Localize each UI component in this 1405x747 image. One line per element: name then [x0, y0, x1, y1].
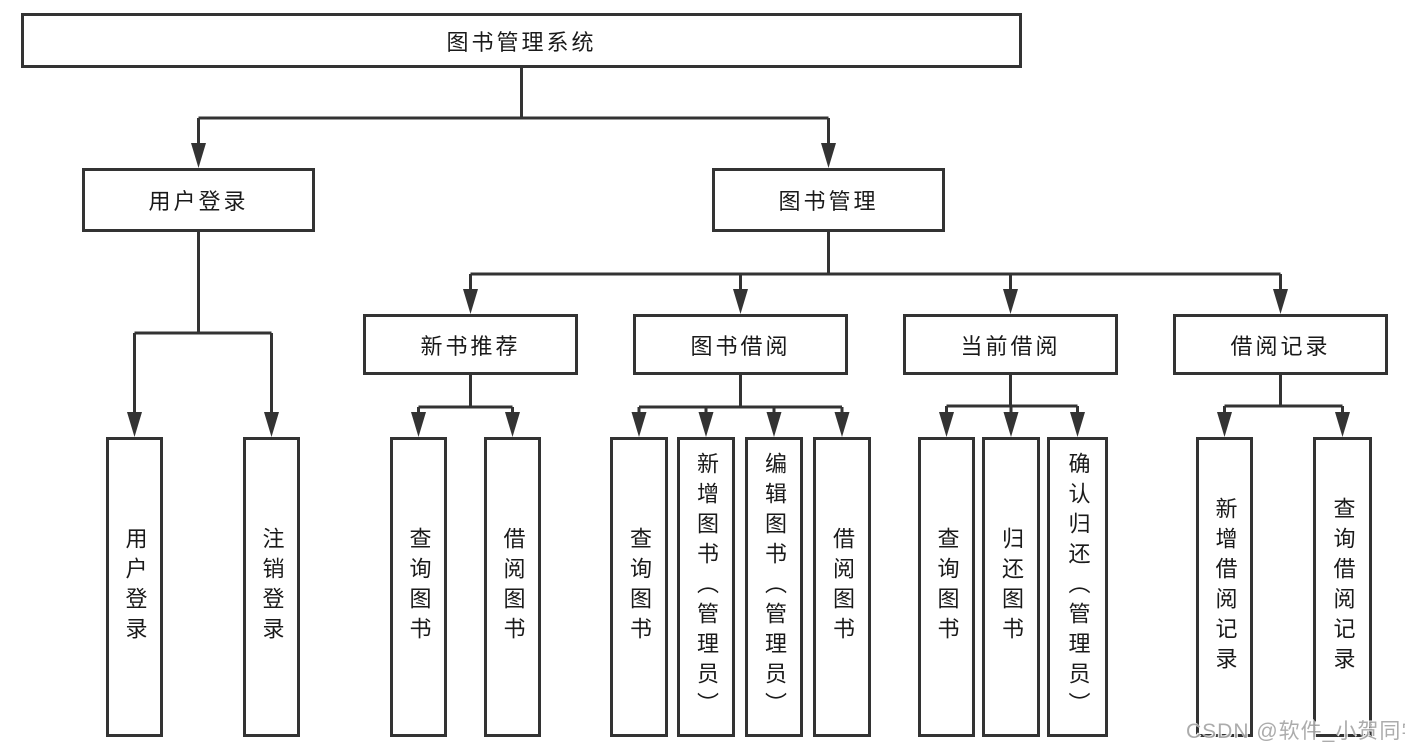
- node-user-login: 用户登录: [82, 168, 315, 232]
- arrowhead-icon: [1070, 412, 1085, 437]
- arrowhead-icon: [766, 412, 782, 437]
- connector-borrow-records: [1223, 375, 1344, 414]
- arrowhead-icon: [1273, 289, 1288, 314]
- arrowhead-icon: [191, 143, 206, 168]
- arrowhead-icon: [505, 412, 520, 437]
- leaf-bb-add-book-admin-label: 新增图书（管理员）: [694, 452, 719, 722]
- node-book-borrow-label: 图书借阅: [690, 333, 791, 359]
- leaf-bb-borrow-book: 借阅图书: [813, 437, 871, 737]
- arrowhead-icon: [463, 289, 478, 314]
- connector-book-management: [469, 232, 1282, 290]
- leaf-br-query-record-label: 查询借阅记录: [1330, 497, 1356, 677]
- leaf-cb-confirm-return-admin: 确认归还（管理员）: [1047, 437, 1108, 737]
- leaf-user-login: 用户登录: [106, 437, 163, 737]
- leaf-bb-edit-book-admin-label: 编辑图书（管理员）: [762, 452, 787, 722]
- arrowheads: [127, 143, 1350, 437]
- leaf-cb-return-book: 归还图书: [982, 437, 1040, 737]
- leaf-bb-edit-book-admin: 编辑图书（管理员）: [745, 437, 803, 737]
- connector-new-book-recommend: [417, 375, 514, 414]
- leaf-bb-add-book-admin: 新增图书（管理员）: [677, 437, 735, 737]
- leaf-cb-return-book-label: 归还图书: [999, 527, 1024, 647]
- leaf-br-query-record: 查询借阅记录: [1313, 437, 1372, 737]
- connector-current-borrow: [945, 375, 1079, 414]
- leaf-nbr-borrow-book-label: 借阅图书: [500, 527, 526, 647]
- leaf-logout-label: 注销登录: [259, 527, 285, 647]
- node-current-borrow: 当前借阅: [903, 314, 1118, 375]
- node-current-borrow-label: 当前借阅: [960, 333, 1061, 359]
- arrowhead-icon: [939, 412, 954, 437]
- node-book-borrow: 图书借阅: [633, 314, 848, 375]
- connector-book-borrow: [637, 375, 844, 414]
- node-borrow-records: 借阅记录: [1173, 314, 1388, 375]
- arrowhead-icon: [1003, 289, 1018, 314]
- node-new-book-recommend-label: 新书推荐: [420, 333, 521, 359]
- arrowhead-icon: [1335, 412, 1350, 437]
- connector-root: [197, 68, 830, 144]
- leaf-cb-confirm-return-admin-label: 确认归还（管理员）: [1065, 452, 1091, 722]
- leaf-bb-borrow-book-label: 借阅图书: [830, 527, 855, 647]
- node-book-management-label: 图书管理: [778, 189, 879, 214]
- arrowhead-icon: [1003, 412, 1019, 437]
- arrowhead-icon: [631, 412, 647, 437]
- leaf-nbr-borrow-book: 借阅图书: [484, 437, 541, 737]
- node-user-login-label: 用户登录: [148, 189, 249, 214]
- node-new-book-recommend: 新书推荐: [363, 314, 578, 375]
- arrowhead-icon: [127, 412, 142, 437]
- arrowhead-icon: [733, 289, 748, 314]
- leaf-cb-query-book-label: 查询图书: [934, 527, 960, 647]
- leaf-logout: 注销登录: [243, 437, 300, 737]
- arrowhead-icon: [821, 143, 836, 168]
- arrowhead-icon: [698, 412, 714, 437]
- leaf-bb-query-book-label: 查询图书: [627, 527, 652, 647]
- leaf-br-add-record-label: 新增借阅记录: [1212, 497, 1238, 677]
- arrowhead-icon: [1217, 412, 1232, 437]
- leaf-cb-query-book: 查询图书: [918, 437, 975, 737]
- leaf-user-login-label: 用户登录: [122, 527, 148, 647]
- watermark: CSDN @软件_小贺同学: [1186, 720, 1405, 743]
- arrowhead-icon: [834, 412, 850, 437]
- arrowhead-icon: [411, 412, 426, 437]
- node-book-management: 图书管理: [712, 168, 945, 232]
- connector-user-login: [133, 232, 273, 414]
- arrowhead-icon: [264, 412, 279, 437]
- leaf-nbr-query-book-label: 查询图书: [406, 527, 432, 647]
- leaf-br-add-record: 新增借阅记录: [1196, 437, 1253, 737]
- leaf-nbr-query-book: 查询图书: [390, 437, 447, 737]
- node-root-label: 图书管理系统: [446, 29, 597, 55]
- node-root: 图书管理系统: [21, 13, 1022, 68]
- leaf-bb-query-book: 查询图书: [610, 437, 668, 737]
- node-borrow-records-label: 借阅记录: [1230, 333, 1331, 359]
